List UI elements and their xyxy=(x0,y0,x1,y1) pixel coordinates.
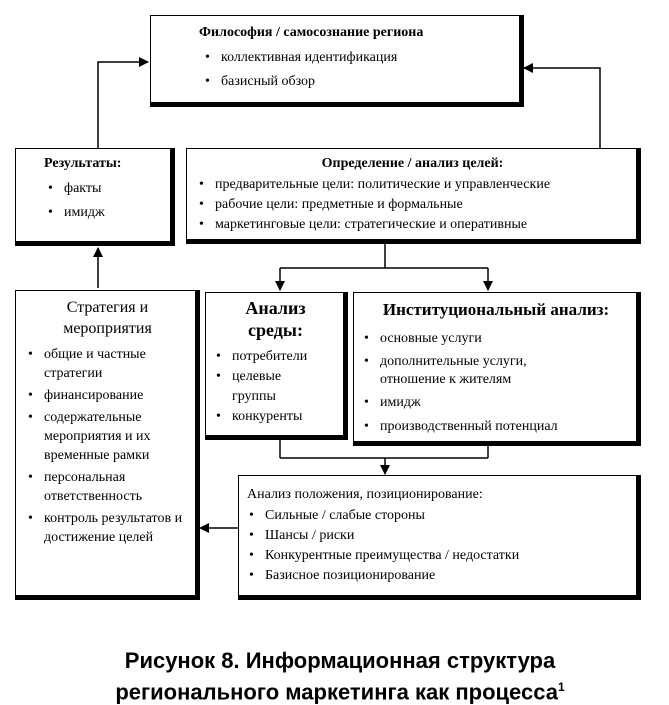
arrow-results-to-philosophy xyxy=(97,57,149,148)
caption-footnote: 1 xyxy=(557,680,565,694)
philosophy-list: коллективная идентификация базисный обзо… xyxy=(203,46,509,94)
figure-caption: Рисунок 8. Информационная структура реги… xyxy=(60,648,620,705)
goals-box: Определение / анализ целей: предваритель… xyxy=(186,148,641,244)
strategy-list: общие и частные стратегии финансирование… xyxy=(26,345,189,547)
philosophy-item: коллективная идентификация xyxy=(203,46,509,70)
results-item: факты xyxy=(46,177,162,201)
strategy-item: общие и частные стратегии xyxy=(26,345,189,383)
positioning-item: Конкурентные преимущества / недостатки xyxy=(247,546,628,566)
positioning-box: Анализ положения, позиционирование: Силь… xyxy=(238,475,641,600)
institutional-box: Институциональный анализ: основные услуг… xyxy=(353,292,641,446)
environment-item: целевые группы xyxy=(214,367,337,407)
philosophy-title: Философия / самосознание региона xyxy=(199,25,424,40)
institutional-title: Институциональный анализ: xyxy=(382,300,610,319)
environment-item: конкуренты xyxy=(214,407,337,427)
institutional-item: основные услуги xyxy=(362,329,630,349)
environment-item: потребители xyxy=(214,347,337,367)
goals-list: предварительные цели: политические и упр… xyxy=(197,175,628,235)
positioning-item: Шансы / риски xyxy=(247,526,628,546)
philosophy-item: базисный обзор xyxy=(203,70,509,94)
strategy-item: финансирование xyxy=(26,386,189,405)
goals-item: маркетинговые цели: стратегические и опе… xyxy=(197,215,628,235)
institutional-item: дополнительные услуги, отношение к жител… xyxy=(362,353,630,389)
institutional-item: имидж xyxy=(362,393,630,413)
strategy-item: содержательные мероприятия и их временны… xyxy=(26,408,189,465)
strategy-box: Стратегия и мероприятия общие и частные … xyxy=(15,290,200,600)
positioning-item: Базисное позиционирование xyxy=(247,566,628,586)
results-box: Результаты: факты имидж xyxy=(15,148,175,246)
results-item: имидж xyxy=(46,201,162,225)
goals-title: Определение / анализ целей: xyxy=(321,156,504,171)
results-list: факты имидж xyxy=(46,177,162,225)
institutional-list: основные услуги дополнительные услуги, о… xyxy=(362,329,630,437)
strategy-title: Стратегия и мероприятия xyxy=(63,299,152,337)
environment-title: Анализ среды: xyxy=(245,298,306,340)
philosophy-box: Философия / самосознание региона коллект… xyxy=(150,15,524,107)
caption-line-2-text: регионального маркетинга как процесса xyxy=(115,679,558,705)
positioning-title: Анализ положения, позиционирование: xyxy=(247,487,483,502)
arrow-goals-to-philosophy xyxy=(523,63,601,148)
caption-line-2: регионального маркетинга как процесса1 xyxy=(60,674,620,705)
caption-line-1: Рисунок 8. Информационная структура xyxy=(124,648,556,673)
institutional-item: производственный потенциал xyxy=(362,417,630,437)
environment-box: Анализ среды: потребители целевые группы… xyxy=(205,292,348,440)
positioning-list: Сильные / слабые стороны Шансы / риски К… xyxy=(247,506,628,586)
positioning-item: Сильные / слабые стороны xyxy=(247,506,628,526)
results-title: Результаты: xyxy=(44,156,122,171)
goals-item: предварительные цели: политические и упр… xyxy=(197,175,628,195)
strategy-item: персональная ответственность xyxy=(26,468,189,506)
strategy-item: контроль результатов и достижение целей xyxy=(26,509,189,547)
goals-item: рабочие цели: предметные и формальные xyxy=(197,195,628,215)
environment-list: потребители целевые группы конкуренты xyxy=(214,347,337,427)
